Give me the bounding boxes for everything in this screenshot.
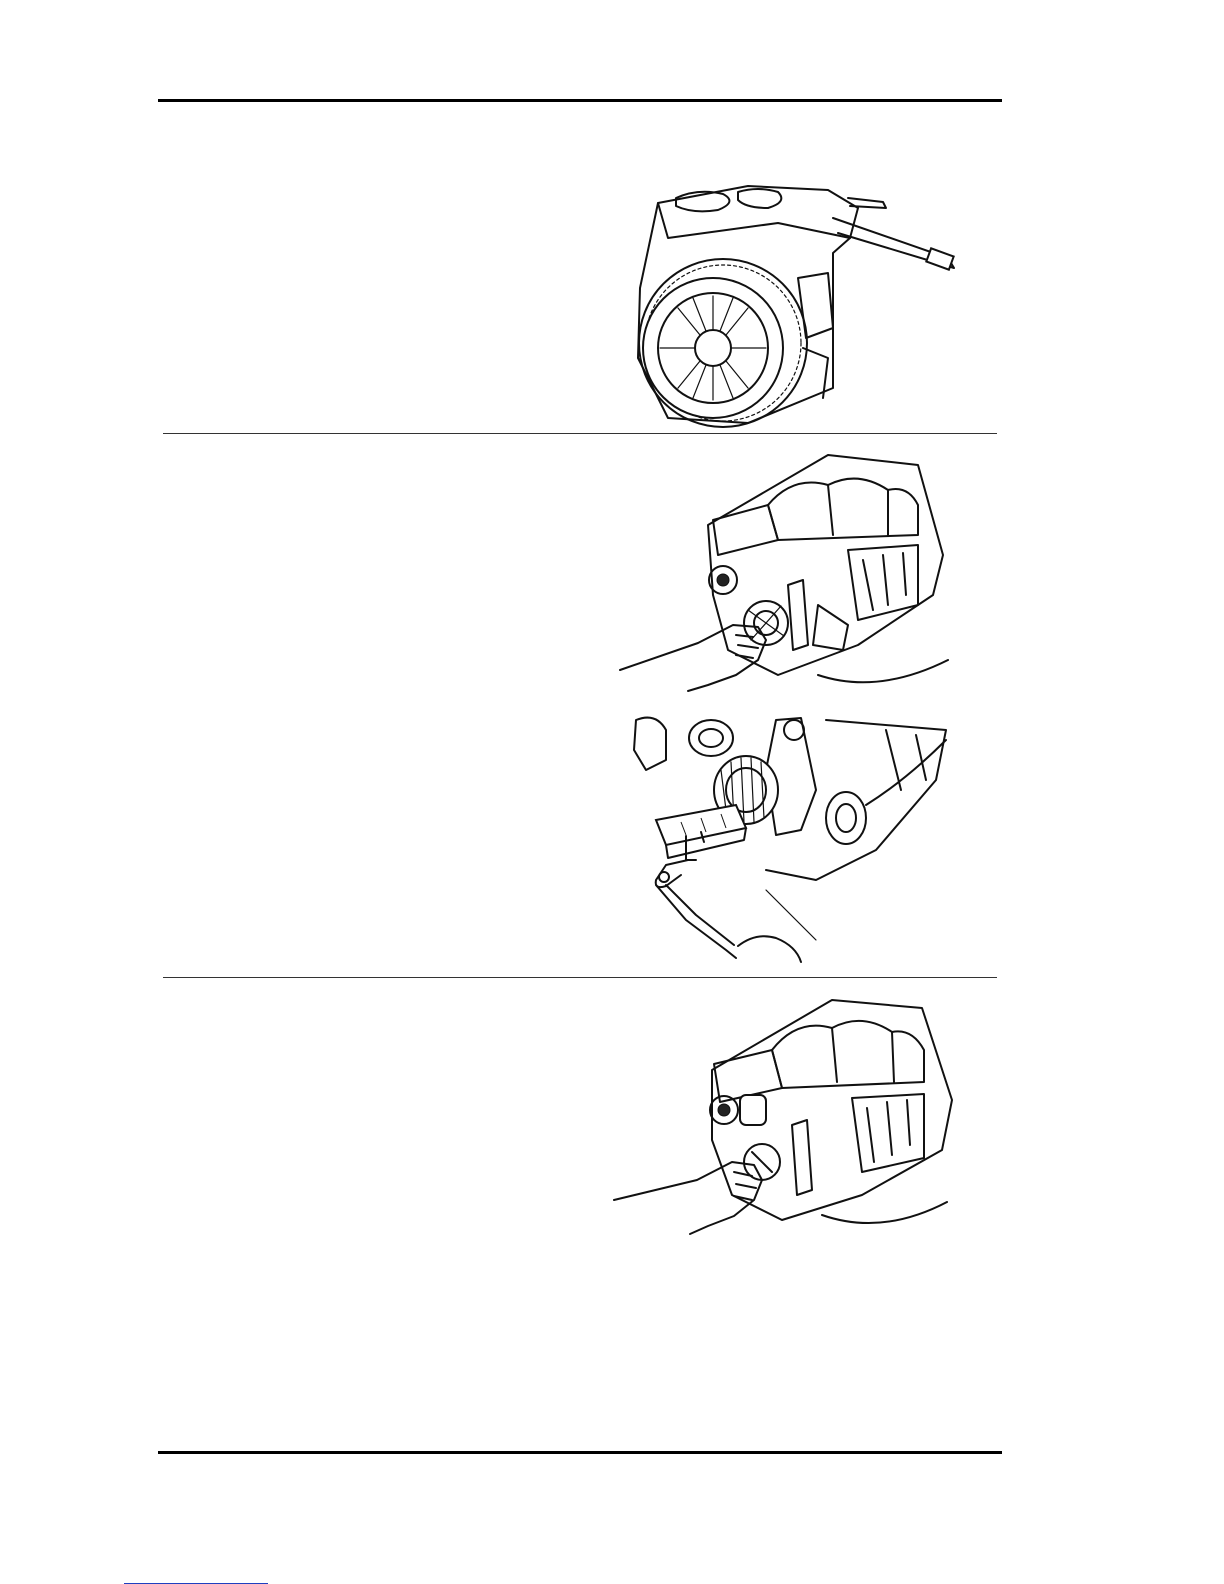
header-rule xyxy=(158,99,1002,102)
crankshaft-gear-puller-tool-illustration-icon xyxy=(626,710,954,966)
engine-block-hand-crankshaft-illustration-icon xyxy=(618,445,953,693)
engine-block-hand-wrench-illustration-icon xyxy=(612,990,958,1238)
section-divider xyxy=(163,433,997,434)
engine-flywheel-clutch-illustration-icon xyxy=(628,178,964,430)
footer-link-underline[interactable] xyxy=(124,1577,268,1584)
footer-rule xyxy=(158,1451,1002,1454)
section-divider xyxy=(163,977,997,978)
